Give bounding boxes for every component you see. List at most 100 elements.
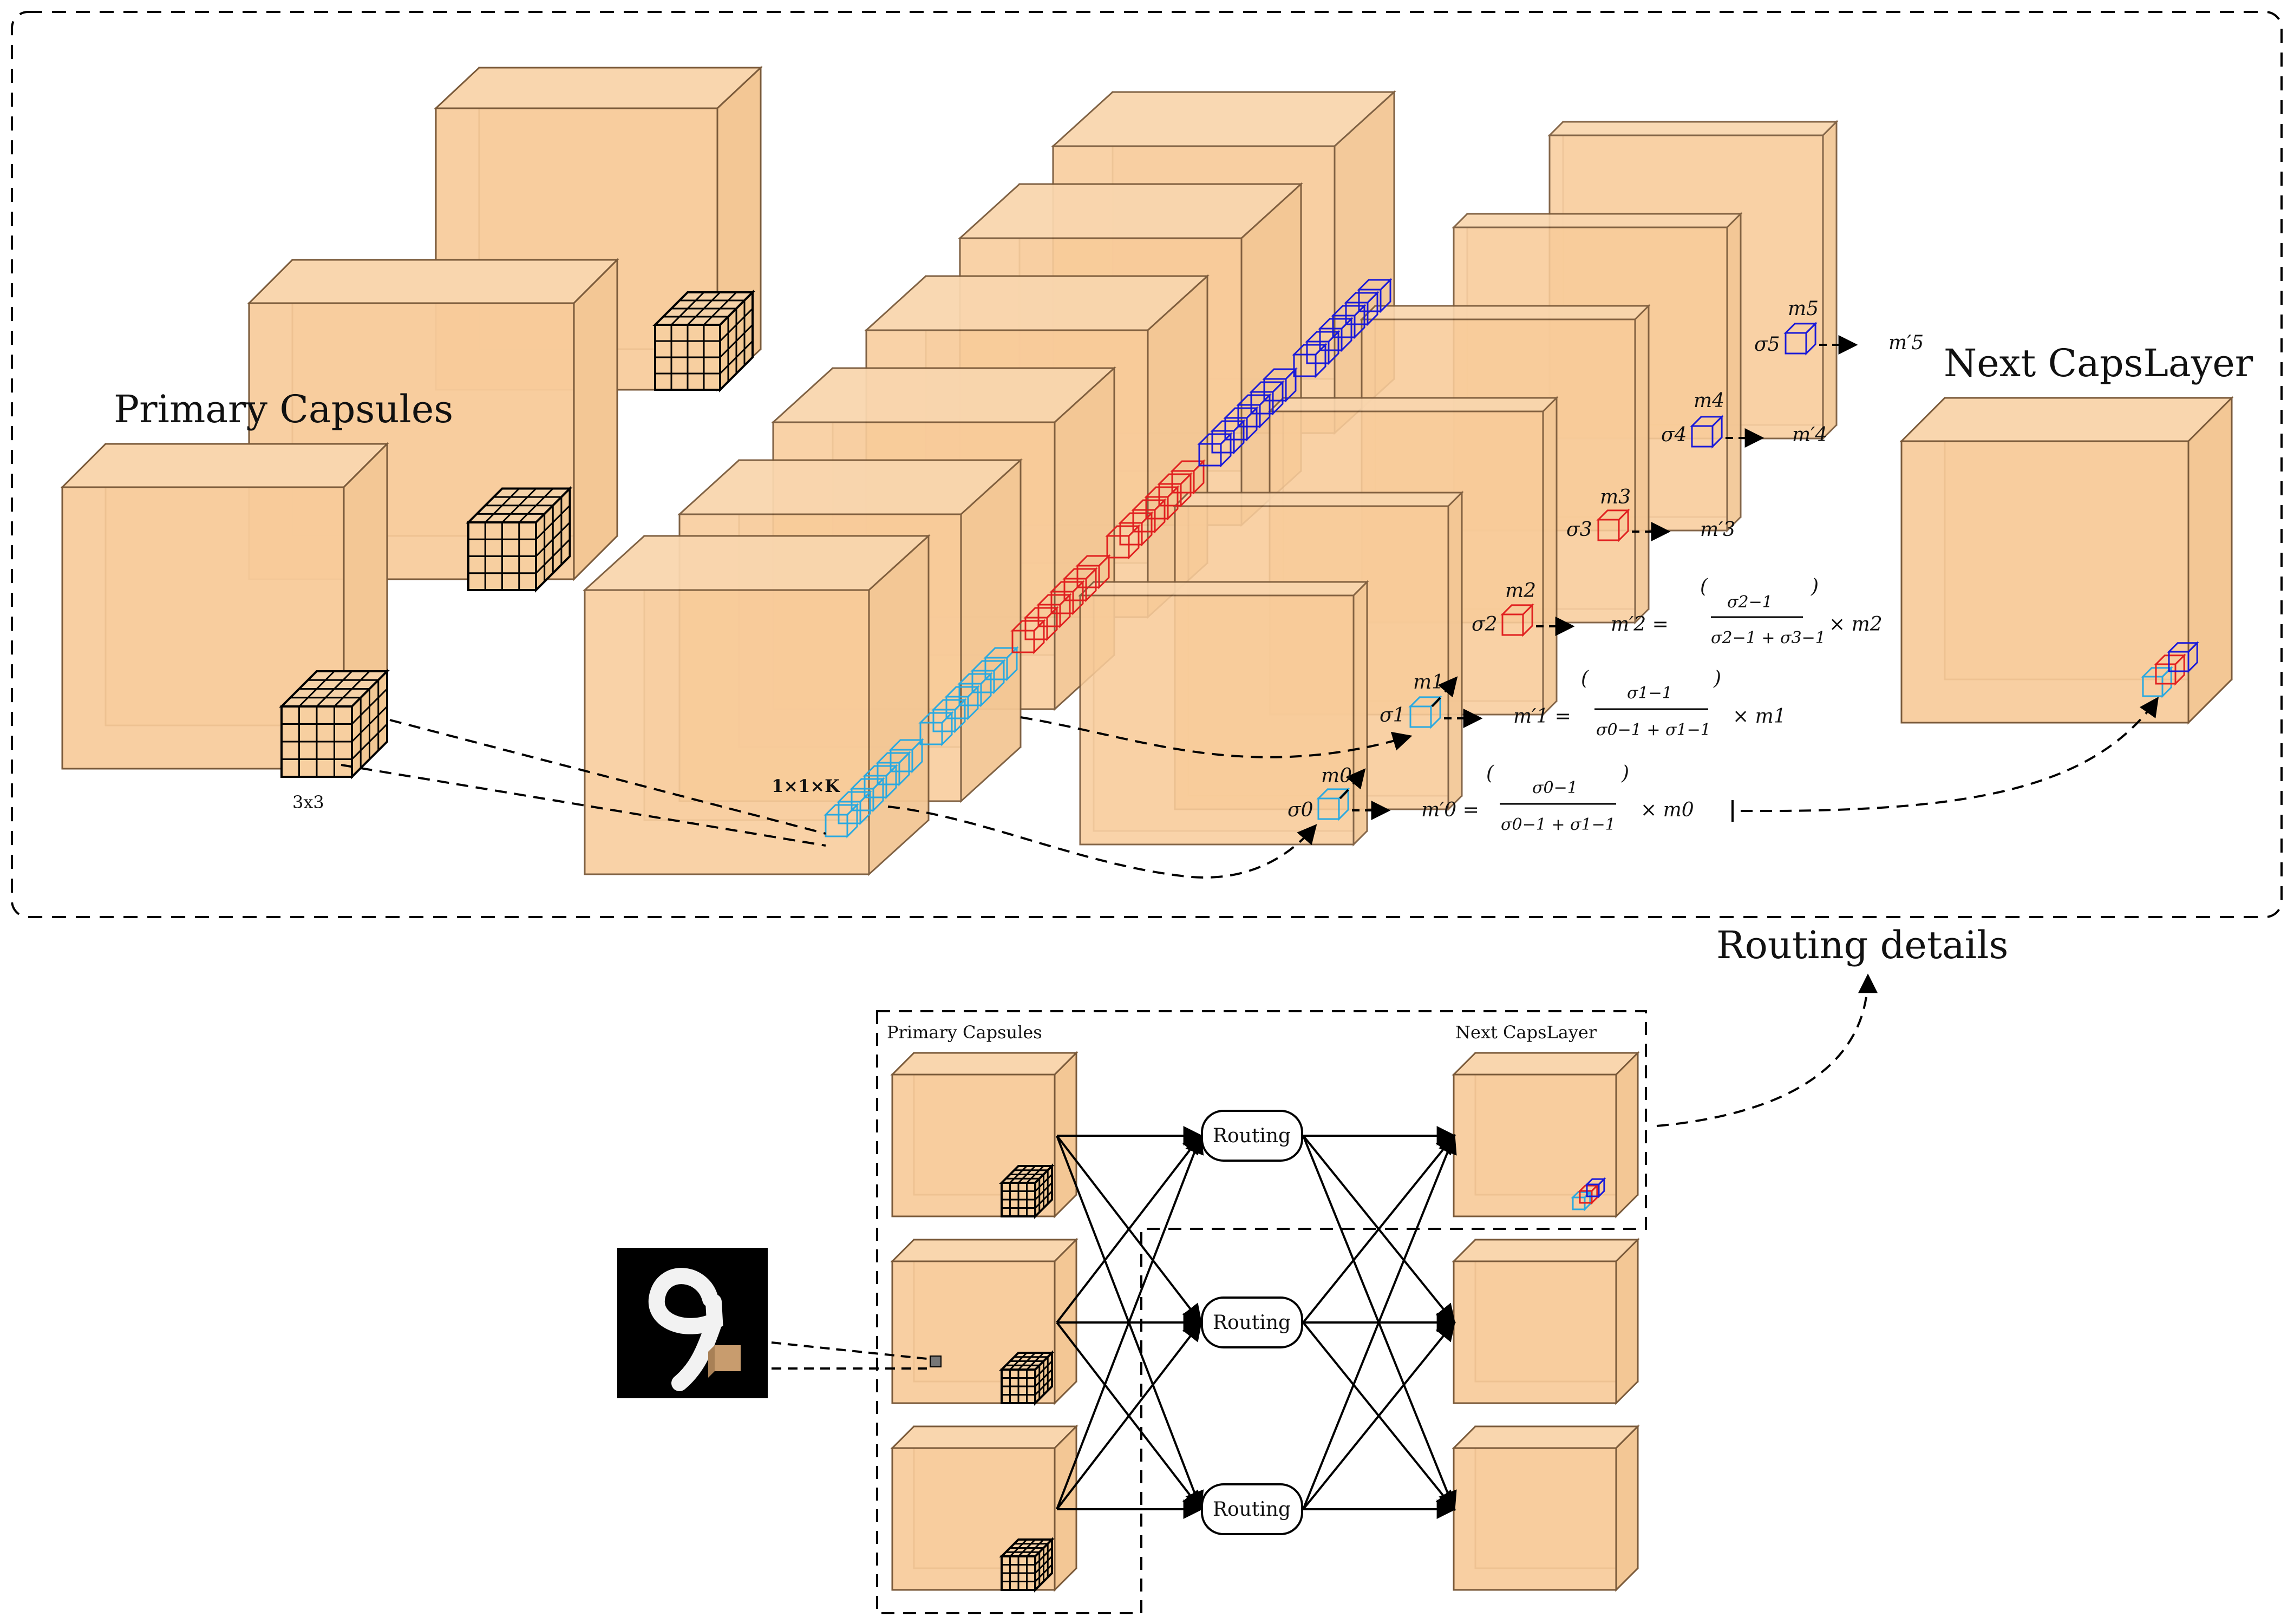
stack-capsule-0 bbox=[583, 534, 931, 876]
svg-text:σ2−1: σ2−1 bbox=[1727, 593, 1773, 612]
svg-text:× m0: × m0 bbox=[1641, 799, 1694, 821]
conv-kernel-label: 1×1×K bbox=[772, 776, 840, 796]
svg-text:Routing: Routing bbox=[1213, 1312, 1291, 1334]
sigma-0-to-m0-line bbox=[1339, 768, 1366, 800]
routing-node-1: Routing bbox=[1201, 1110, 1303, 1162]
chain-4-cell bbox=[1197, 432, 1233, 468]
chain-4-cell bbox=[1249, 380, 1285, 416]
m-4-label: m4 bbox=[1694, 390, 1724, 412]
chain-4-cell bbox=[1210, 419, 1246, 455]
overview-frame bbox=[876, 1010, 1647, 1614]
chain-5-cell bbox=[1344, 291, 1380, 326]
m-prime-3-label: m′3 bbox=[1700, 519, 1735, 541]
chain-1-cell bbox=[983, 646, 1019, 682]
sigma-5-label: σ5 bbox=[1754, 333, 1780, 356]
chain-1-cell bbox=[957, 672, 993, 708]
chain-3-cell bbox=[1157, 472, 1193, 508]
chain-0-cell bbox=[836, 790, 872, 826]
routing-node-3: Routing bbox=[1201, 1483, 1303, 1535]
chain-3-cell bbox=[1144, 485, 1180, 521]
overview-next-capsule-2 bbox=[1452, 1237, 1640, 1405]
m-5-label: m5 bbox=[1788, 298, 1819, 320]
chain-5-cell bbox=[1318, 317, 1354, 352]
next-caps-cube-blue bbox=[2167, 641, 2199, 673]
overview-next-cube-blue bbox=[1585, 1177, 1606, 1199]
overview-next-capsule-1 bbox=[1452, 1051, 1640, 1219]
svg-text:m′0 =: m′0 = bbox=[1421, 799, 1479, 821]
chain-1 bbox=[918, 646, 1019, 746]
sigma-cube-3 bbox=[1596, 508, 1630, 542]
svg-text:m′1 =: m′1 = bbox=[1513, 705, 1571, 728]
overview-primary-capsules-label: Primary Capsules bbox=[887, 1022, 1042, 1043]
kernel-grid-3 bbox=[652, 290, 755, 392]
chain-1-to-sigma-line bbox=[1020, 716, 1413, 758]
svg-text:σ2−1 + σ3−1: σ2−1 + σ3−1 bbox=[1711, 628, 1826, 647]
svg-text:(: ( bbox=[1700, 575, 1708, 598]
chain-0-cell bbox=[824, 803, 859, 839]
chain-2-cell bbox=[1062, 567, 1098, 603]
m-prime-4-label: m′4 bbox=[1792, 424, 1827, 446]
sigma-1-label: σ1 bbox=[1380, 704, 1405, 726]
svg-text:× m2: × m2 bbox=[1829, 613, 1883, 636]
chain-4 bbox=[1197, 367, 1298, 468]
chain-0-cell bbox=[888, 738, 924, 774]
svg-text:σ0−1 + σ1−1: σ0−1 + σ1−1 bbox=[1596, 721, 1711, 739]
primary-2-to-routing-1 bbox=[1056, 1321, 1202, 1510]
sigma-4-label: σ4 bbox=[1661, 424, 1687, 446]
svg-text:): ) bbox=[1713, 667, 1721, 690]
digit-to-marker-line-a bbox=[771, 1341, 927, 1360]
overview-primary-capsule-1 bbox=[890, 1051, 1079, 1219]
primary-1-to-routing-0 bbox=[1056, 1134, 1202, 1324]
svg-text:(: ( bbox=[1581, 667, 1589, 690]
chain-4-cell bbox=[1223, 406, 1259, 442]
chain-0-cell bbox=[849, 777, 885, 813]
handwritten-digit-nine-image bbox=[617, 1248, 768, 1398]
routing-details-label: Routing details bbox=[1716, 923, 2008, 967]
svg-text:Routing: Routing bbox=[1213, 1125, 1291, 1147]
chain-3 bbox=[1105, 459, 1206, 560]
sigma-0-label: σ0 bbox=[1287, 799, 1313, 821]
chain-0-cell bbox=[862, 764, 898, 800]
svg-text:σ0−1 + σ1−1: σ0−1 + σ1−1 bbox=[1501, 815, 1616, 834]
chain-2-cell bbox=[1049, 580, 1085, 615]
chain-0 bbox=[824, 738, 924, 839]
chain-2-cell bbox=[1036, 593, 1072, 628]
overview-grid-2 bbox=[999, 1350, 1055, 1406]
svg-text:× m1: × m1 bbox=[1733, 705, 1786, 728]
formula-m2: m′2 = ( σ2−1 σ2−1 + σ3−1 ) × m2 bbox=[1611, 575, 1883, 647]
chain-3-cell bbox=[1170, 459, 1206, 495]
chain-5-cell bbox=[1305, 330, 1341, 365]
m-prime-5-label: m′5 bbox=[1888, 332, 1924, 354]
m-1-label: m1 bbox=[1413, 671, 1444, 693]
formula-m0: m′0 = ( σ0−1 σ0−1 + σ1−1 ) × m0 bbox=[1421, 762, 1694, 834]
formula-m1: m′1 = ( σ1−1 σ0−1 + σ1−1 ) × m1 bbox=[1513, 667, 1786, 739]
chain-0-cell bbox=[875, 751, 911, 787]
chain-5-cell bbox=[1331, 304, 1367, 339]
next-capslayer-title: Next CapsLayer bbox=[1944, 341, 2253, 385]
chain-2 bbox=[1010, 554, 1111, 654]
chain-4-cell bbox=[1262, 367, 1298, 403]
chain-1-cell bbox=[918, 711, 954, 746]
kernel-grid-1 bbox=[279, 669, 390, 780]
routing-details-callout bbox=[1656, 973, 1878, 1127]
routing-2-to-next-1 bbox=[1302, 1321, 1456, 1510]
chain-5-cell bbox=[1357, 278, 1393, 313]
m-0-label: m0 bbox=[1321, 765, 1352, 787]
svg-text:σ1−1: σ1−1 bbox=[1627, 684, 1672, 703]
svg-text:): ) bbox=[1811, 575, 1819, 598]
m-3-label: m3 bbox=[1600, 486, 1631, 508]
chain-5-cell bbox=[1292, 343, 1328, 378]
primary-capsules-title: Primary Capsules bbox=[114, 387, 453, 431]
chain-2-cell bbox=[1075, 554, 1111, 590]
sigma-cube-2 bbox=[1500, 603, 1534, 637]
primary-2-to-routing-0 bbox=[1056, 1134, 1204, 1510]
svg-text:(: ( bbox=[1486, 762, 1494, 784]
chain-to-sigma-line bbox=[887, 806, 1317, 879]
chain-3-cell bbox=[1131, 498, 1167, 534]
chain-2-cell bbox=[1010, 619, 1046, 654]
chain-3-cell bbox=[1105, 524, 1141, 560]
routing-2-to-next-0 bbox=[1302, 1134, 1457, 1510]
m-2-label: m2 bbox=[1505, 580, 1536, 602]
chain-1-cell bbox=[970, 659, 1006, 695]
m0-to-next-layer-line bbox=[1740, 697, 2159, 813]
